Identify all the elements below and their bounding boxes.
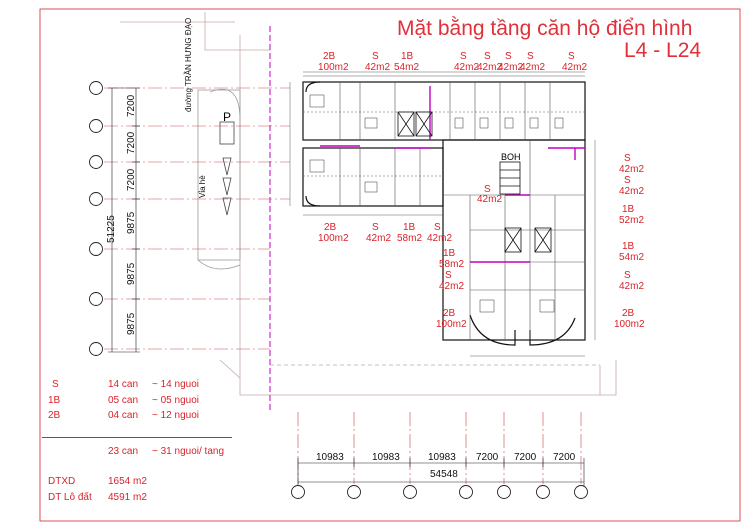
unit-type-right-0: S xyxy=(624,153,631,164)
core-elements xyxy=(397,111,552,253)
column-grid-left xyxy=(89,81,103,356)
unit-area-lower-0: 100m2 xyxy=(318,233,349,244)
parking-label: P xyxy=(223,110,232,124)
boh-label: BOH xyxy=(501,152,521,162)
unit-type-top-4: S xyxy=(484,51,491,62)
dim-bottom-seg-2: 10983 xyxy=(428,452,456,463)
unit-type-mid-2: 2B xyxy=(443,308,456,319)
unit-type-mid-0: 1B xyxy=(443,248,456,259)
unit-type-top-0: 2B xyxy=(323,51,336,62)
bottom-dimension-chain xyxy=(297,458,585,486)
unit-area-center: 42m2 xyxy=(477,194,503,205)
area-label-dtxd: DTXD xyxy=(48,476,76,487)
legend-people-s: ~ 14 nguoi xyxy=(152,379,199,390)
unit-type-lower-3: S xyxy=(434,222,441,233)
dim-bottom-seg-4: 7200 xyxy=(514,452,537,463)
unit-type-right-4: S xyxy=(624,270,631,281)
dim-bottom-total: 54548 xyxy=(430,469,458,480)
unit-area-top-1: 42m2 xyxy=(365,62,391,73)
dim-bottom-seg-5: 7200 xyxy=(553,452,576,463)
unit-area-lower-3: 42m2 xyxy=(427,233,453,244)
plan-subtitle-floors: L4 - L24 xyxy=(624,39,702,62)
area-value-site: 4591 m2 xyxy=(108,492,147,503)
unit-type-top-2: 1B xyxy=(401,51,414,62)
area-value-dtxd: 1654 m2 xyxy=(108,476,147,487)
grid-lines-bottom xyxy=(297,412,582,484)
unit-area-mid-2: 100m2 xyxy=(436,319,467,330)
street-strip xyxy=(197,88,241,270)
unit-area-top-7: 42m2 xyxy=(562,62,588,73)
legend-total-count: 23 can xyxy=(108,446,139,457)
unit-area-right-5: 100m2 xyxy=(614,319,645,330)
unit-area-right-2: 52m2 xyxy=(619,215,645,226)
dim-left-seg-3: 9875 xyxy=(126,211,137,234)
legend-count-1b: 05 can xyxy=(108,395,139,406)
unit-area-mid-1: 42m2 xyxy=(439,281,465,292)
legend-divider xyxy=(42,437,232,438)
dim-bottom-seg-3: 7200 xyxy=(476,452,499,463)
sheet-border xyxy=(39,8,741,522)
legend-people-1b: ~ 05 nguoi xyxy=(152,395,199,406)
sidewalk-label: Vỉa hè xyxy=(198,175,207,198)
left-dimension-chain xyxy=(108,87,140,353)
legend-count-2b: 04 can xyxy=(108,410,139,421)
unit-type-top-7: S xyxy=(568,51,575,62)
unit-area-top-4: 42m2 xyxy=(477,62,503,73)
unit-area-top-2: 54m2 xyxy=(394,62,420,73)
dim-left-seg-5: 9875 xyxy=(126,312,137,335)
interior-walls xyxy=(303,82,585,340)
unit-type-top-1: S xyxy=(372,51,379,62)
building-dim-lines xyxy=(289,71,596,357)
unit-type-top-6: S xyxy=(527,51,534,62)
unit-area-top-6: 42m2 xyxy=(520,62,546,73)
unit-type-center: S xyxy=(484,184,491,195)
unit-area-lower-2: 58m2 xyxy=(397,233,423,244)
unit-area-right-0: 42m2 xyxy=(619,164,645,175)
unit-type-right-5: 2B xyxy=(622,308,635,319)
legend-key-2b: 2B xyxy=(48,410,61,421)
unit-area-top-3: 42m2 xyxy=(454,62,480,73)
plan-title: Mặt bằng tầng căn hộ điển hình xyxy=(397,17,693,40)
unit-type-top-3: S xyxy=(460,51,467,62)
area-label-site: DT Lô đất xyxy=(48,492,92,503)
legend-count-s: 14 can xyxy=(108,379,139,390)
unit-type-mid-1: S xyxy=(445,270,452,281)
dim-left-seg-0: 7200 xyxy=(126,94,137,117)
unit-type-lower-2: 1B xyxy=(403,222,416,233)
dim-left-seg-4: 9875 xyxy=(126,262,137,285)
unit-area-lower-1: 42m2 xyxy=(366,233,392,244)
unit-type-right-2: 1B xyxy=(622,204,635,215)
unit-type-right-1: S xyxy=(624,175,631,186)
dim-bottom-seg-0: 10983 xyxy=(316,452,344,463)
unit-area-right-3: 54m2 xyxy=(619,252,645,263)
unit-area-top-0: 100m2 xyxy=(318,62,349,73)
legend-people-2b: ~ 12 nguoi xyxy=(152,410,199,421)
dim-left-seg-2: 7200 xyxy=(126,168,137,191)
building-footprint xyxy=(302,81,586,346)
dim-bottom-seg-1: 10983 xyxy=(372,452,400,463)
unit-type-top-5: S xyxy=(505,51,512,62)
unit-area-top-5: 42m2 xyxy=(498,62,524,73)
unit-type-lower-0: 2B xyxy=(324,222,337,233)
unit-type-right-3: 1B xyxy=(622,241,635,252)
legend-key-s: S xyxy=(52,379,59,390)
street-name-label: đường TRẦN HƯNG ĐẠO xyxy=(184,17,193,112)
legend-total-people: ~ 31 nguoi/ tang xyxy=(152,446,225,457)
dim-left-total: 51225 xyxy=(106,215,117,243)
unit-highlights xyxy=(320,86,585,263)
legend-key-1b: 1B xyxy=(48,395,61,406)
unit-area-right-4: 42m2 xyxy=(619,281,645,292)
column-grid-bottom xyxy=(291,485,588,499)
unit-area-right-1: 42m2 xyxy=(619,186,645,197)
dim-left-seg-1: 7200 xyxy=(126,131,137,154)
unit-type-lower-1: S xyxy=(372,222,379,233)
unit-area-mid-0: 58m2 xyxy=(439,259,465,270)
